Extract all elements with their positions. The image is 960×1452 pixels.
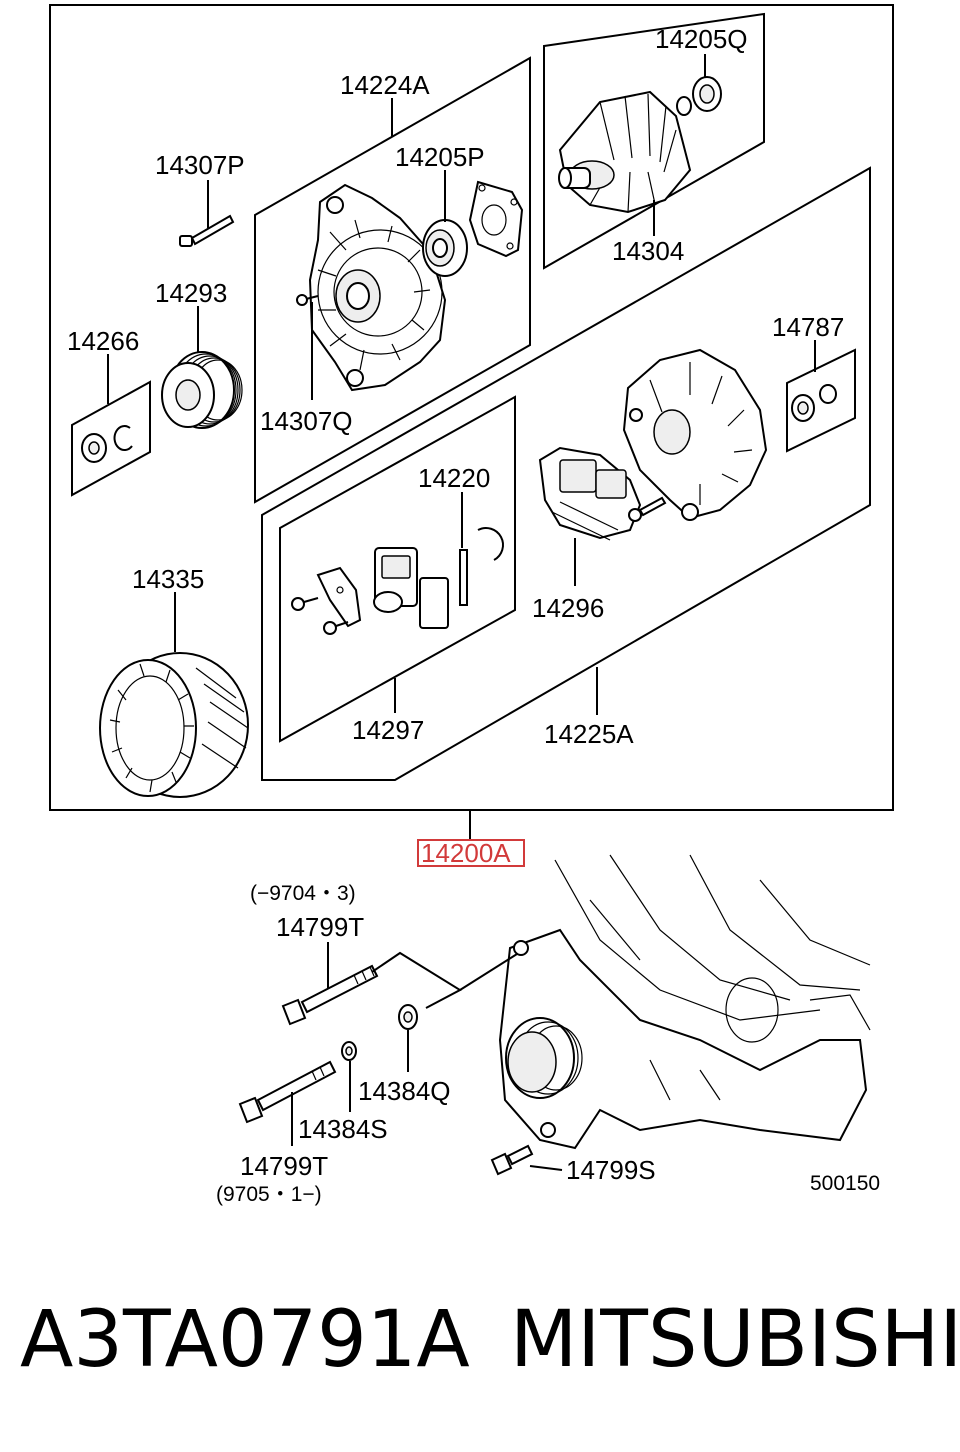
front-bracket-part <box>308 183 447 392</box>
bolt-14799T-upper <box>281 964 379 1026</box>
rotor-part <box>558 90 692 214</box>
mount-hole-upper <box>513 940 529 956</box>
installed-alternator-pulley <box>505 1017 583 1099</box>
label-14205Q: 14205Q <box>655 24 748 54</box>
rear-bracket-group-box <box>261 166 871 781</box>
brand-name: MITSUBISHI <box>510 1295 960 1385</box>
bearing-14205Q <box>676 76 722 116</box>
label-14266: 14266 <box>67 326 139 356</box>
label-14799S: 14799S <box>566 1155 656 1185</box>
highlight-box-14200A <box>417 839 525 867</box>
label-14304: 14304 <box>612 236 684 266</box>
label-14205P: 14205P <box>395 142 485 172</box>
label-14787: 14787 <box>772 312 844 342</box>
label-14384S: 14384S <box>298 1114 388 1144</box>
part-number: A3TA0791A <box>20 1295 470 1385</box>
rear-cover-box <box>786 348 856 453</box>
label-14200A: 14200A <box>421 838 511 868</box>
label-14799T-lower: 14799T <box>240 1151 328 1181</box>
bearing-14205P <box>422 219 468 277</box>
label-14297: 14297 <box>352 715 424 745</box>
regulator-group <box>291 527 504 635</box>
leader-lines <box>107 54 816 1171</box>
washer-14384S <box>341 1041 357 1061</box>
pulley-14293 <box>161 351 243 429</box>
footer: A3TA0791A MITSUBISHI <box>0 1290 960 1400</box>
bolt-14799S <box>490 1144 534 1176</box>
retainer-plate <box>468 180 524 258</box>
front-bracket-group-box <box>254 56 531 504</box>
rear-bracket-part <box>622 348 768 521</box>
bolt-14799T-lower <box>238 1060 337 1124</box>
seal-14266 <box>81 425 133 463</box>
rear-cover-14787 <box>791 384 837 422</box>
label-14296: 14296 <box>532 593 604 623</box>
bolt-14307P <box>179 214 235 247</box>
label-14220: 14220 <box>418 463 490 493</box>
seal-box <box>71 380 151 497</box>
stator-14335 <box>99 652 249 798</box>
mount-hole-lower <box>540 1122 556 1138</box>
label-14799T-upper: 14799T <box>276 912 364 942</box>
label-date-from: (9705・1−) <box>216 1183 322 1206</box>
label-diagram-code: 500150 <box>810 1172 880 1195</box>
regulator-group-box <box>279 395 516 743</box>
assembly-frame <box>49 4 894 811</box>
label-14225A: 14225A <box>544 719 634 749</box>
label-date-to: (−9704・3) <box>250 882 356 905</box>
screw-14307Q <box>296 294 319 306</box>
label-14224A: 14224A <box>340 70 430 100</box>
engine-block <box>498 854 871 1150</box>
label-14293: 14293 <box>155 278 227 308</box>
label-14307Q: 14307Q <box>260 406 353 436</box>
washer-14384Q <box>398 1004 418 1030</box>
label-14384Q: 14384Q <box>358 1076 451 1106</box>
rectifier-14296 <box>538 446 667 541</box>
rotor-group-box <box>543 12 765 270</box>
label-14307P: 14307P <box>155 150 245 180</box>
label-14335: 14335 <box>132 564 204 594</box>
